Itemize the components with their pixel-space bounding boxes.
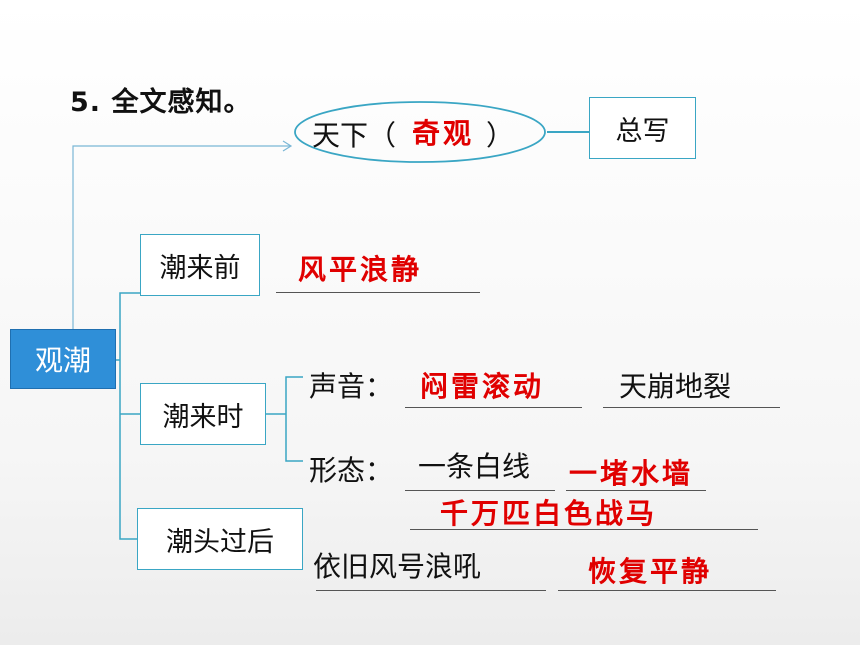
stage-before: 潮来前 bbox=[140, 234, 260, 296]
bracket-during bbox=[285, 376, 303, 462]
shape-given: 一条白线 bbox=[418, 450, 531, 483]
top-item-ellipse bbox=[294, 101, 546, 163]
sound-answer: 闷雷滚动 bbox=[420, 370, 545, 403]
before-answer: 风平浪静 bbox=[298, 253, 423, 286]
after-underline-2 bbox=[558, 590, 776, 591]
sound-underline-2 bbox=[603, 407, 780, 408]
after-answer: 恢复平静 bbox=[588, 555, 713, 588]
sound-label: 声音： bbox=[309, 370, 394, 403]
connector-root-to-top bbox=[72, 145, 290, 329]
before-underline bbox=[276, 292, 480, 293]
shape-underline-3 bbox=[410, 529, 758, 530]
top-item-answer: 奇观 bbox=[412, 117, 475, 150]
after-given: 依旧风号浪吼 bbox=[313, 550, 482, 583]
shape-answer-2: 千万匹白色战马 bbox=[440, 497, 658, 530]
tag-summary: 总写 bbox=[589, 97, 696, 159]
shape-answer-1: 一堵水墙 bbox=[569, 457, 694, 490]
bracket-root bbox=[119, 292, 140, 540]
stage-after: 潮头过后 bbox=[137, 508, 303, 570]
stage-during: 潮来时 bbox=[140, 383, 266, 445]
shape-underline-2 bbox=[566, 490, 706, 491]
sound-given: 天崩地裂 bbox=[619, 370, 732, 403]
sound-underline-1 bbox=[405, 407, 582, 408]
shape-underline-1 bbox=[405, 490, 555, 491]
top-item-prefix: 天下（ bbox=[312, 119, 397, 152]
top-item-suffix: ） bbox=[486, 119, 515, 152]
after-underline-1 bbox=[316, 590, 546, 591]
shape-label: 形态： bbox=[309, 454, 394, 487]
arrow-head bbox=[282, 140, 293, 152]
heading: 5. 全文感知。 bbox=[70, 87, 252, 118]
root-node: 观潮 bbox=[10, 329, 116, 389]
